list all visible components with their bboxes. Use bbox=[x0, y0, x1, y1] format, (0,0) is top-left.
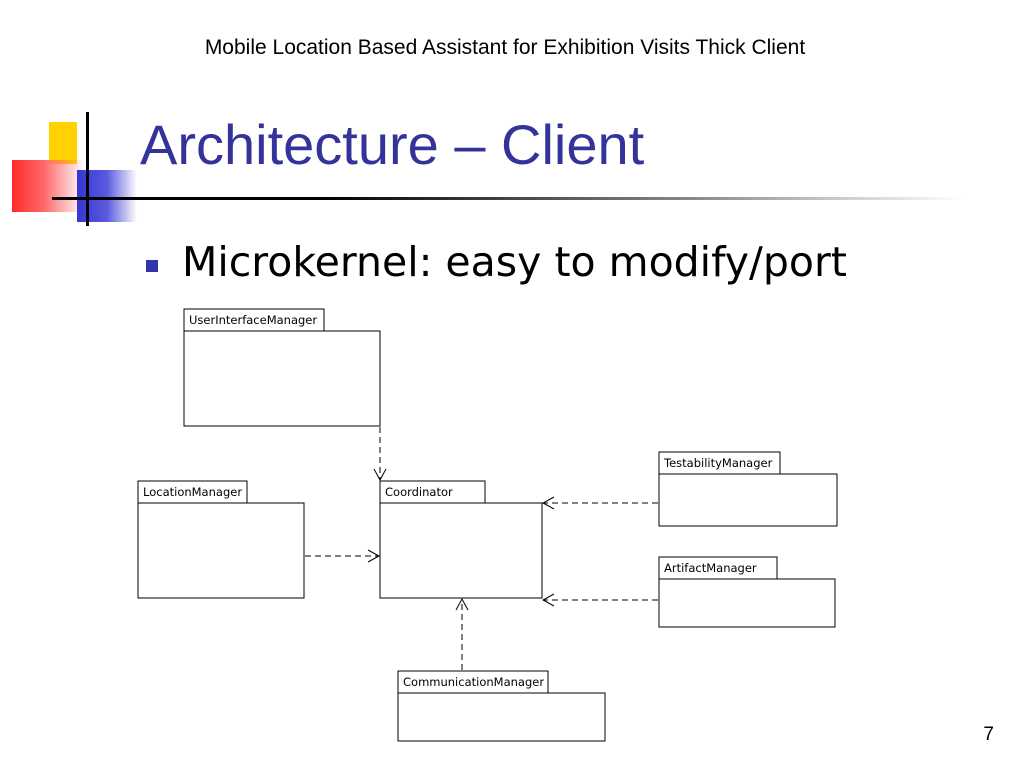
package-label: TestabilityManager bbox=[663, 456, 773, 470]
red-square bbox=[12, 160, 84, 212]
slide-title: Architecture – Client bbox=[140, 113, 645, 176]
yellow-square bbox=[49, 122, 77, 164]
bullet-square-icon bbox=[146, 260, 158, 272]
package-label: Coordinator bbox=[385, 485, 453, 499]
package-coordinator: Coordinator bbox=[379, 480, 543, 599]
package-label: ArtifactManager bbox=[664, 561, 757, 575]
package-communication-manager: CommunicationManager bbox=[397, 670, 606, 742]
vertical-rule bbox=[86, 112, 89, 226]
page-number: 7 bbox=[983, 724, 994, 745]
package-label: UserInterfaceManager bbox=[189, 313, 317, 327]
package-location-manager: LocationManager bbox=[137, 480, 305, 599]
bullet-text: Microkernel: easy to modify/port bbox=[182, 238, 847, 286]
title-underline bbox=[52, 197, 962, 200]
package-testability-manager: TestabilityManager bbox=[658, 451, 838, 527]
package-label: LocationManager bbox=[143, 485, 242, 499]
package-label: CommunicationManager bbox=[403, 675, 544, 689]
package-artifact-manager: ArtifactManager bbox=[658, 556, 836, 628]
package-user-interface-manager: UserInterfaceManager bbox=[183, 308, 381, 427]
header-text: Mobile Location Based Assistant for Exhi… bbox=[204, 36, 806, 59]
